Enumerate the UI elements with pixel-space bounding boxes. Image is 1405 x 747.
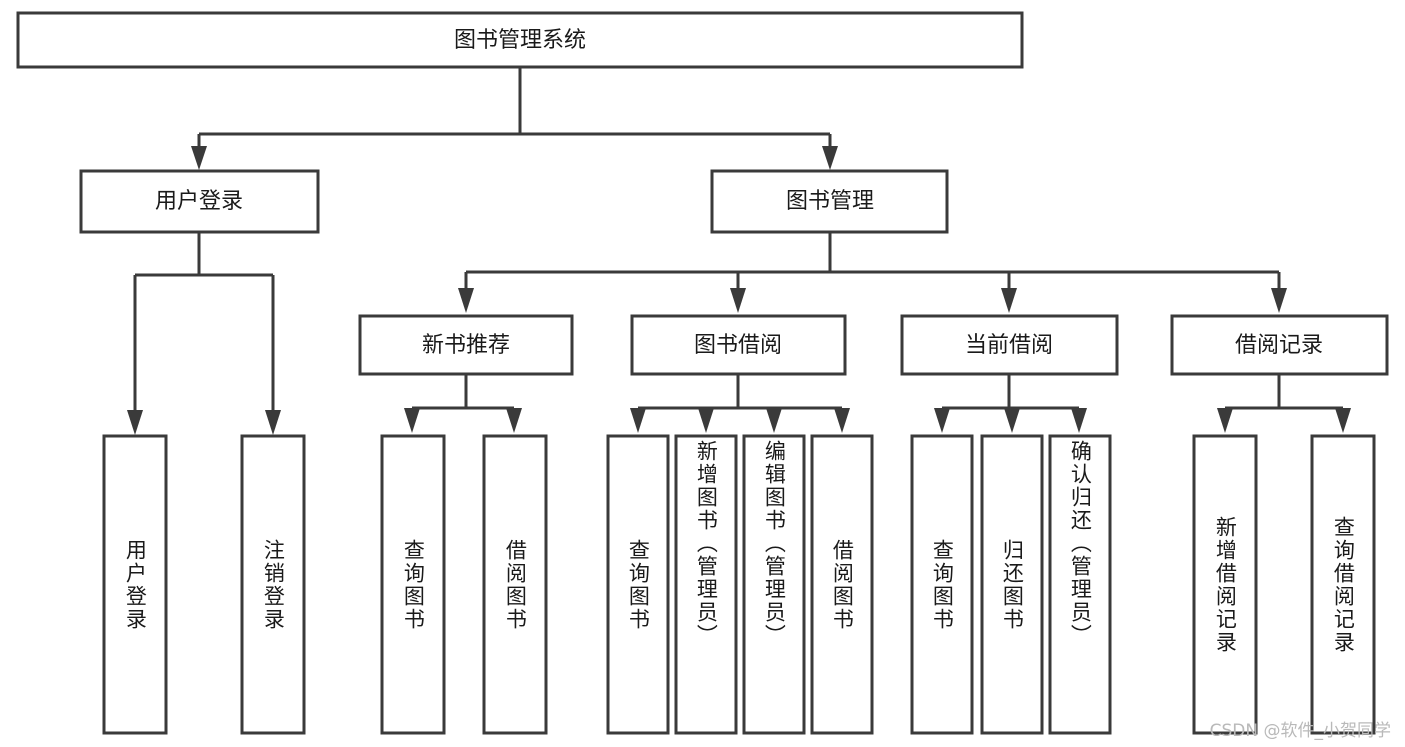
node-user-login-box[interactable] (79, 169, 320, 234)
arrow-leaf-user-login (127, 410, 143, 435)
node-leaf-user-login-box[interactable] (102, 434, 168, 735)
arrow-user-login (191, 146, 207, 170)
arrow-book-manage (822, 146, 838, 170)
arrow-leaf-query-book-2 (630, 408, 646, 433)
node-root-label: 图书管理系统 (454, 28, 586, 53)
node-root[interactable]: 图书管理系统 (16, 11, 1024, 69)
node-leaf-query-book-3-box[interactable] (910, 434, 974, 735)
node-borrow-record-box[interactable] (1170, 314, 1389, 376)
edge-group (127, 67, 1351, 435)
arrow-leaf-query-book-1 (404, 408, 420, 433)
leaf-box-group (102, 434, 1376, 735)
arrow-leaf-confirm-return (1071, 408, 1087, 433)
arrow-newbook (458, 288, 474, 313)
node-leaf-logout-box[interactable] (240, 434, 306, 735)
node-book-manage-label: 图书管理 (786, 189, 874, 214)
arrow-leaf-add-book (698, 408, 714, 433)
node-leaf-query-book-1-box[interactable] (380, 434, 446, 735)
node-new-book-rec[interactable]: 新书推荐 (358, 314, 574, 376)
node-leaf-query-record-box[interactable] (1310, 434, 1376, 735)
node-book-manage-box[interactable] (710, 169, 949, 234)
node-book-manage[interactable]: 图书管理 (710, 169, 949, 234)
arrow-bookborrow (730, 288, 746, 313)
node-leaf-return-book-box[interactable] (980, 434, 1044, 735)
node-leaf-borrow-book-1-box[interactable] (482, 434, 548, 735)
arrow-leaf-query-book-3 (934, 408, 950, 433)
node-user-login[interactable]: 用户登录 (79, 169, 320, 234)
node-current-borrow-box[interactable] (900, 314, 1119, 376)
node-leaf-add-book-box[interactable] (674, 434, 738, 735)
node-leaf-query-book-2-box[interactable] (606, 434, 670, 735)
node-book-borrow-box[interactable] (630, 314, 847, 376)
arrow-leaf-edit-book (766, 408, 782, 433)
node-borrow-record[interactable]: 借阅记录 (1170, 314, 1389, 376)
arrow-leaf-return-book (1004, 408, 1020, 433)
node-leaf-confirm-return-box[interactable] (1048, 434, 1112, 735)
arrow-leaf-borrow-book-1 (506, 408, 522, 433)
node-leaf-edit-book-box[interactable] (742, 434, 806, 735)
node-user-login-label: 用户登录 (155, 189, 243, 214)
arrow-leaf-add-record (1217, 408, 1233, 433)
arrow-currentborrow (1001, 288, 1017, 313)
node-leaf-add-record-box[interactable] (1192, 434, 1258, 735)
node-new-book-rec-box[interactable] (358, 314, 574, 376)
node-root-box[interactable] (16, 11, 1024, 69)
node-current-borrow-label: 当前借阅 (965, 333, 1053, 358)
node-book-borrow-label: 图书借阅 (694, 333, 782, 358)
node-current-borrow[interactable]: 当前借阅 (900, 314, 1119, 376)
node-book-borrow[interactable]: 图书借阅 (630, 314, 847, 376)
arrow-leaf-borrow-book-2 (834, 408, 850, 433)
arrow-leaf-logout (265, 410, 281, 435)
node-leaf-borrow-book-2-box[interactable] (810, 434, 874, 735)
node-borrow-record-label: 借阅记录 (1235, 333, 1323, 358)
arrow-borrowrecord (1271, 288, 1287, 313)
node-new-book-rec-label: 新书推荐 (422, 333, 510, 358)
arrow-leaf-query-record (1335, 408, 1351, 433)
